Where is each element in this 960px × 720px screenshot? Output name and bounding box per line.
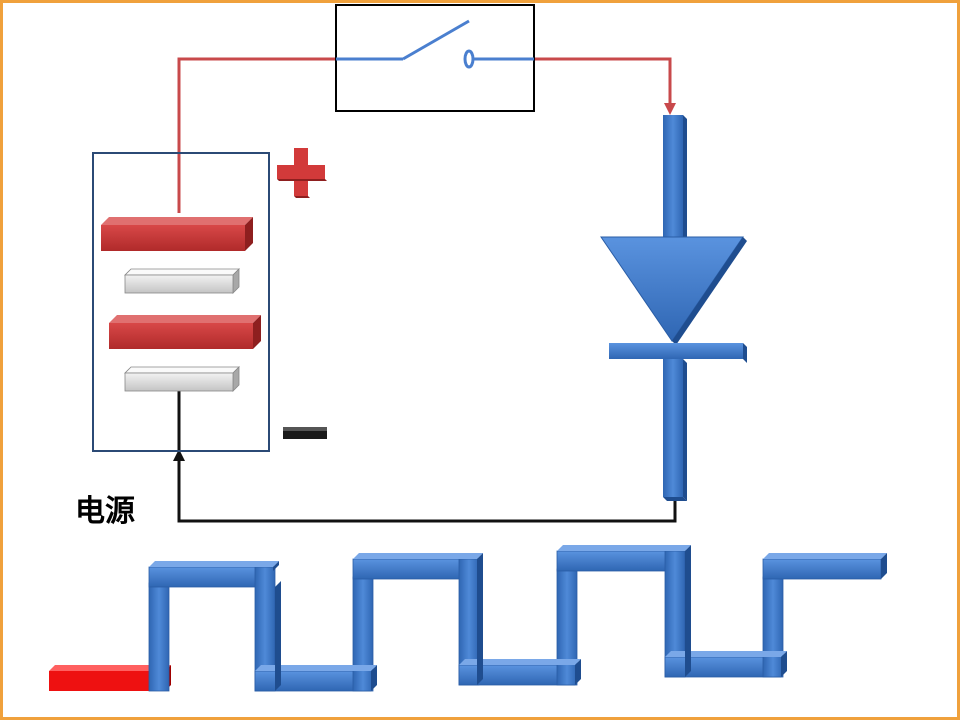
switch-lever xyxy=(402,19,470,61)
square-waveform xyxy=(49,545,887,692)
power-source-label: 电源 xyxy=(75,494,135,529)
diode-triangle xyxy=(600,236,744,342)
switch-contact xyxy=(463,49,475,69)
switch xyxy=(335,4,535,112)
plus-icon xyxy=(277,148,327,198)
negative-plate xyxy=(124,268,240,294)
diode-cathode-bar xyxy=(609,343,743,359)
battery-box xyxy=(92,152,270,452)
wire-arrow-icon xyxy=(664,103,676,115)
negative-plate xyxy=(124,366,240,392)
wire-arrow-icon xyxy=(173,449,185,461)
minus-icon xyxy=(283,427,327,439)
diode xyxy=(600,115,747,501)
negative-wire xyxy=(173,389,677,523)
positive-wire xyxy=(177,57,676,213)
positive-plate xyxy=(109,315,261,349)
power-source xyxy=(92,152,270,452)
positive-plate xyxy=(101,217,253,251)
